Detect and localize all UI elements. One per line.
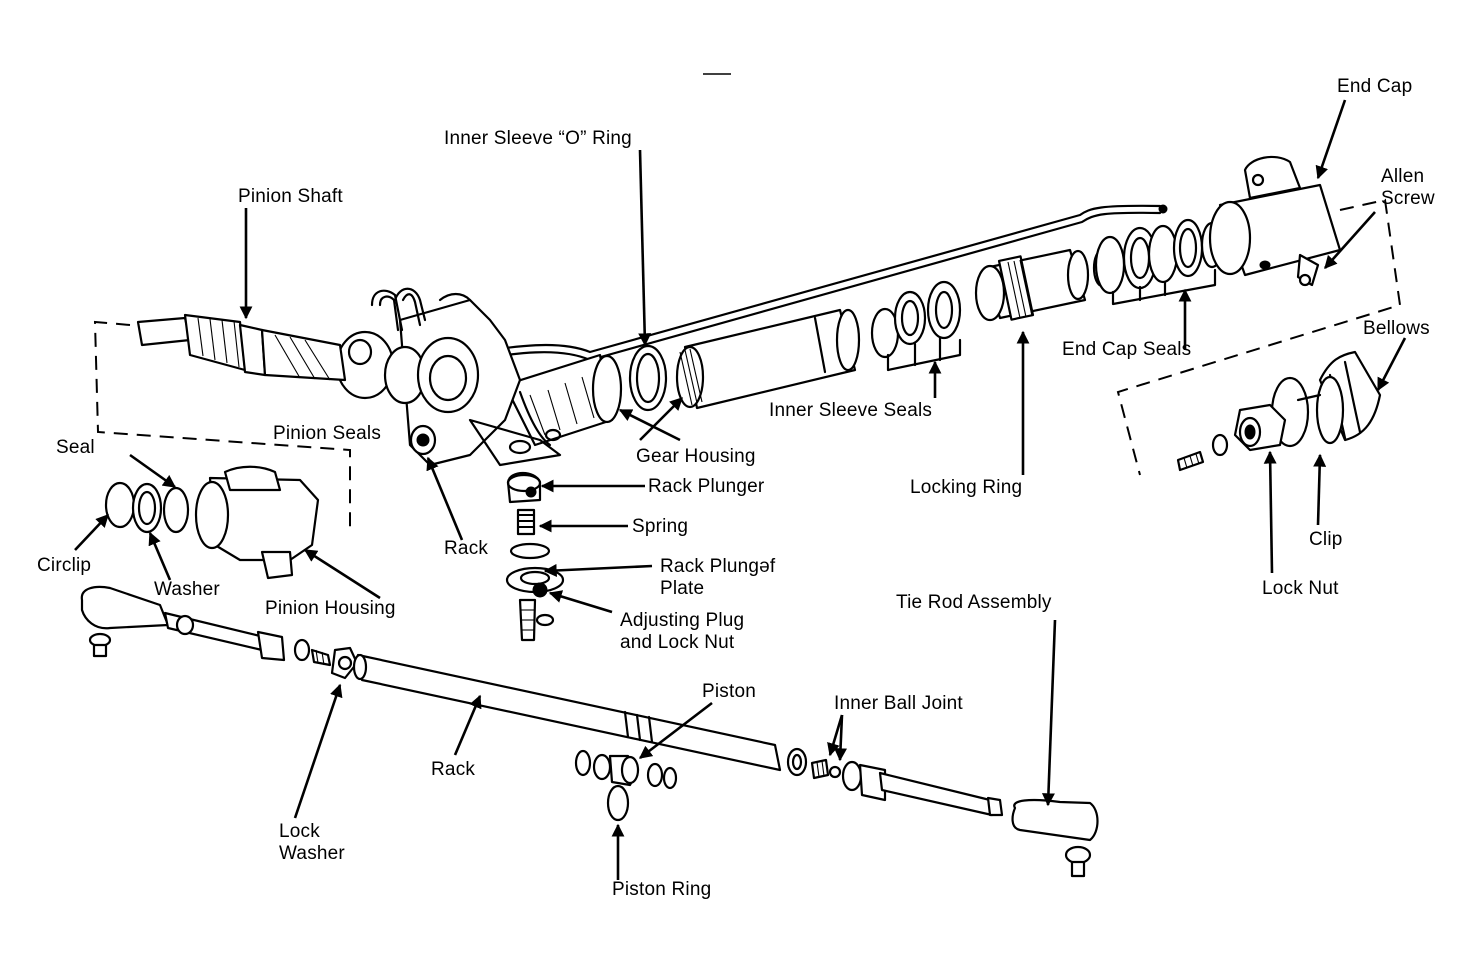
inner-ball-joint-part bbox=[810, 758, 887, 802]
end-cap-part bbox=[1208, 155, 1342, 287]
label-pinion-seals: Pinion Seals bbox=[273, 423, 382, 444]
end-cap-seals-part bbox=[1094, 218, 1224, 306]
label-bellows: Bellows bbox=[1363, 318, 1430, 339]
label-rack-plunger: Rack Plunger bbox=[648, 476, 765, 497]
rack-plunger-part bbox=[506, 471, 542, 504]
label-end-cap: End Cap bbox=[1337, 76, 1413, 97]
label-washer: Washer bbox=[154, 579, 220, 600]
label-gear-housing: Gear Housing bbox=[636, 446, 756, 467]
label-circlip: Circlip bbox=[37, 555, 92, 576]
pinion-shaft-part bbox=[136, 313, 347, 382]
label-locking-ring: Locking Ring bbox=[910, 477, 1023, 498]
label-piston: Piston bbox=[702, 681, 757, 702]
label-adjusting-plug: Adjusting Plug and Lock Nut bbox=[620, 610, 745, 653]
label-inner-sleeve-seals: Inner Sleeve Seals bbox=[769, 400, 933, 421]
lock-nut-part bbox=[1176, 376, 1310, 472]
rack-part bbox=[352, 653, 808, 777]
adjusting-plug-part bbox=[505, 566, 565, 642]
inner-sleeve-seals-part bbox=[870, 280, 962, 372]
spring-part bbox=[516, 508, 536, 536]
locking-ring-part bbox=[974, 248, 1112, 322]
label-spring: Spring bbox=[632, 516, 689, 537]
gear-housing-part bbox=[335, 204, 1168, 467]
label-inner-ball-joint: Inner Ball Joint bbox=[834, 693, 963, 714]
pinion-housing-part bbox=[104, 465, 320, 580]
label-tie-rod-assembly: Tie Rod Assembly bbox=[896, 592, 1052, 613]
outer-tie-rod-right-part bbox=[878, 771, 1099, 878]
label-end-cap-seals: End Cap Seals bbox=[1062, 339, 1192, 360]
bellows-bracket bbox=[1116, 198, 1402, 476]
inner-sleeve-o-ring-part bbox=[628, 344, 668, 412]
label-lock-washer: Lock Washer bbox=[279, 821, 345, 864]
label-clip: Clip bbox=[1309, 529, 1343, 550]
label-rack-bottom: Rack bbox=[431, 759, 476, 780]
outer-tie-rod-left-part bbox=[80, 585, 332, 667]
label-piston-ring: Piston Ring bbox=[612, 879, 712, 900]
bellows-part bbox=[1296, 350, 1382, 445]
label-rack-top: Rack bbox=[444, 538, 489, 559]
label-seal: Seal bbox=[56, 437, 95, 458]
piston-part bbox=[574, 749, 678, 790]
label-rack-plunger-plate: Rack Plungəf Plate bbox=[660, 556, 776, 599]
label-allen-screw: Allen Screw bbox=[1381, 166, 1435, 209]
rack-plunger-plate-part bbox=[509, 542, 551, 560]
label-pinion-shaft: Pinion Shaft bbox=[238, 186, 343, 207]
lock-washer-part bbox=[330, 646, 359, 680]
leader-lines bbox=[74, 99, 1407, 880]
inner-sleeve-part bbox=[675, 308, 861, 410]
label-inner-sleeve-o-ring: Inner Sleeve “O” Ring bbox=[444, 128, 632, 149]
pinion-bracket bbox=[93, 320, 351, 530]
label-pinion-housing: Pinion Housing bbox=[265, 598, 396, 619]
label-lock-nut: Lock Nut bbox=[1262, 578, 1339, 599]
piston-ring-part bbox=[606, 784, 630, 822]
